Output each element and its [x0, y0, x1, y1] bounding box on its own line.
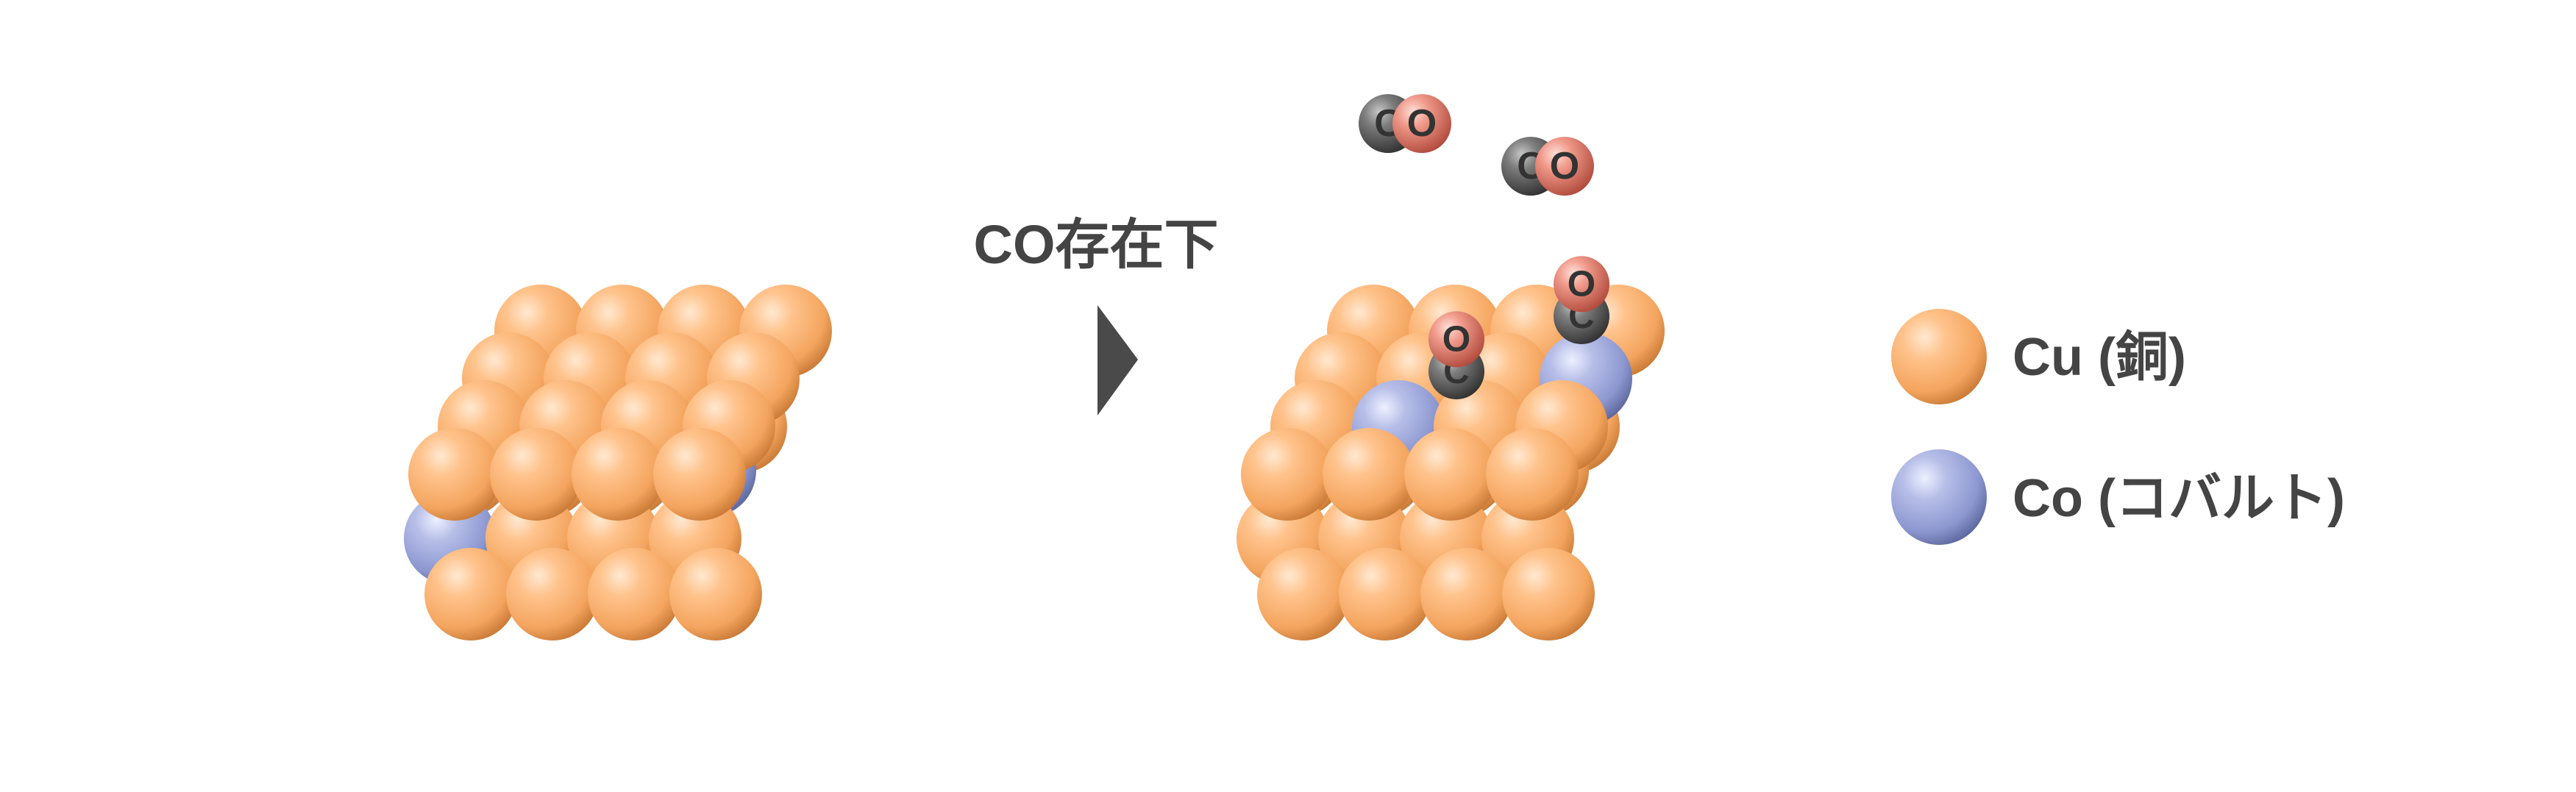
legend-co-label: Co (コバルト): [2013, 469, 2345, 528]
copper-atom: [653, 428, 746, 521]
cu-atom-icon: [1891, 309, 1987, 404]
legend: Cu (銅) Co (コバルト): [1891, 309, 2345, 545]
copper-atom: [424, 548, 517, 641]
co-atom-icon: [1891, 449, 1987, 545]
oxygen-atom-letter: O: [1568, 263, 1595, 304]
legend-item-cu: Cu (銅): [1891, 309, 2186, 404]
arrow-label: CO存在下: [974, 214, 1219, 275]
oxygen-atom-letter: O: [1407, 102, 1437, 145]
reaction-arrow-icon: [1097, 305, 1138, 415]
oxygen-atom: [1554, 256, 1609, 313]
copper-atom: [588, 548, 680, 641]
copper-atom: [1404, 428, 1497, 521]
copper-atom: [490, 428, 583, 521]
copper-atom: [408, 428, 501, 521]
copper-atom: [669, 548, 762, 641]
oxygen-atom: [1535, 137, 1594, 196]
copper-atom: [1502, 548, 1595, 641]
oxygen-atom: [1392, 94, 1451, 153]
legend-item-co: Co (コバルト): [1891, 449, 2345, 545]
copper-atom: [506, 548, 599, 641]
copper-atom: [572, 428, 664, 521]
copper-atom: [1486, 428, 1579, 521]
copper-atom: [1323, 428, 1415, 521]
copper-atom: [1420, 548, 1513, 641]
oxygen-atom-letter: O: [1442, 318, 1470, 359]
co-molecule: CO: [1554, 256, 1609, 344]
oxygen-atom-letter: O: [1550, 145, 1579, 188]
copper-atom: [1257, 548, 1350, 641]
legend-cu-label: Cu (銅): [2013, 328, 2186, 387]
copper-atom: [1339, 548, 1431, 641]
copper-atom: [1241, 428, 1334, 521]
co-molecule: CO: [1428, 311, 1484, 399]
oxygen-atom: [1428, 311, 1484, 368]
cluster-before: [404, 285, 832, 641]
